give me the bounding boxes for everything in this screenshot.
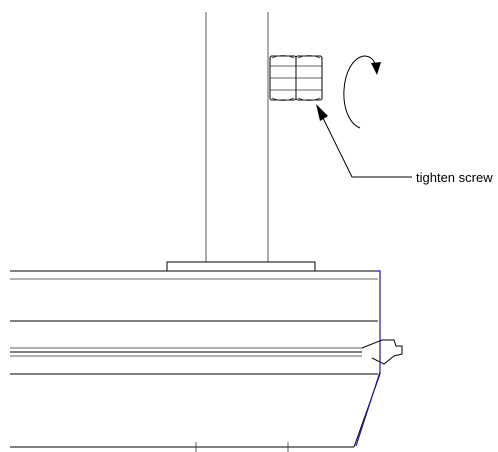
nut-left [269,55,297,101]
rail-profile [10,270,403,448]
vertical-post [205,12,269,262]
nut-right [295,55,323,101]
bottom-ticks [195,442,289,452]
nut-pair [269,55,323,101]
outer-edge [355,270,381,447]
rotation-arrow-icon [343,55,381,129]
base-plate [166,261,316,272]
leader-arrow [316,104,412,178]
annotation-label: tighten screw [416,170,493,185]
